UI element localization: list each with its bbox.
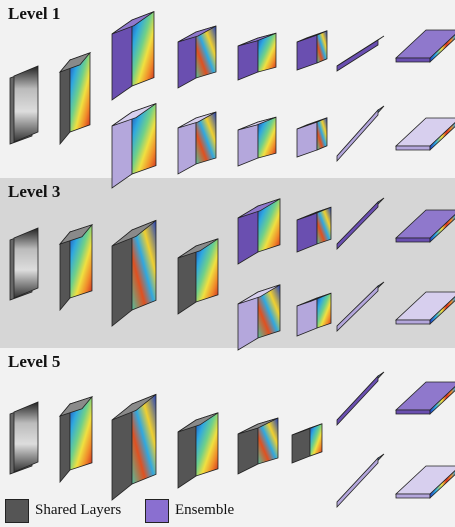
l1-shared-1-top [58,51,92,73]
level-1-title: Level 1 [8,4,61,23]
l5-dark-2-edge [395,409,431,415]
l5-shared-5-top [291,423,323,436]
l5-shared-2-top [111,394,157,421]
l1-dark-6-stripe [429,34,455,63]
l1-light-2-top [177,111,217,129]
l3-dark-2-face [316,206,332,245]
l5-light-1-side [336,456,379,509]
l3-shared-2-top [111,220,157,247]
l3-light-4-edge [395,319,431,325]
shared-layers-label: Shared Layers [35,502,122,518]
l3-shared-1-top [58,223,94,245]
l1-light-1-top [111,103,157,127]
l1-dark-1-top [111,11,155,35]
l1-dark-4-top [296,30,328,43]
l1-light-3-top [237,116,277,131]
l3-light-4-stripe [429,296,455,325]
l1-light-4-side [296,121,318,158]
l1-dark-5-side [336,39,379,72]
l1-dark-2-top [177,25,217,43]
l3-light-2-top [296,292,332,307]
l1-light-6-edge [395,145,431,151]
l1-light-1-side [111,111,133,189]
l3-dark-2-top [296,206,332,221]
l1-light-6-stripe [429,122,455,151]
l1-light-4-face [316,117,328,151]
ensemble-label: Ensemble [175,502,235,518]
ensemble-swatch [145,499,169,523]
l1-dark-3-side [237,37,259,81]
l5-shared-4-top [237,417,279,435]
l5-shared-4-side [237,423,259,475]
l3-light-1-top [237,284,281,305]
shared-layers-swatch [5,499,29,523]
l3-dark-4-edge [395,237,431,243]
l1-light-4-top [296,117,328,130]
l5-shared-5-face [309,423,323,457]
l1-light-5-side [336,108,379,163]
l1-dark-4-face [316,30,328,64]
l5-dark-2-stripe [429,386,455,415]
l5-light-2-stripe [429,470,455,499]
level-5-title: Level 5 [8,352,61,371]
l5-shared-3-top [177,412,219,433]
l1-dark-4-side [296,34,318,71]
l3-light-2-side [296,297,318,337]
l3-light-3-side [336,285,379,332]
l1-dark-6-edge [395,57,431,63]
l3-input-face [13,227,39,299]
l5-dark-1-side [336,374,379,427]
l3-dark-3-side [336,201,379,250]
l3-dark-2-side [296,211,318,253]
l3-dark-1-top [237,198,281,219]
l3-dark-4-stripe [429,214,455,243]
l1-dark-3-top [237,32,277,47]
l3-light-2-face [316,292,332,329]
l3-shared-3-top [177,238,219,259]
l5-light-2-edge [395,493,431,499]
l1-input-face [13,65,39,143]
l1-shared-1-side [59,58,71,146]
l5-input-face [13,401,39,473]
l5-shared-5-side [291,427,311,464]
level-3-title: Level 3 [8,182,61,201]
l5-shared-1-top [58,395,94,417]
